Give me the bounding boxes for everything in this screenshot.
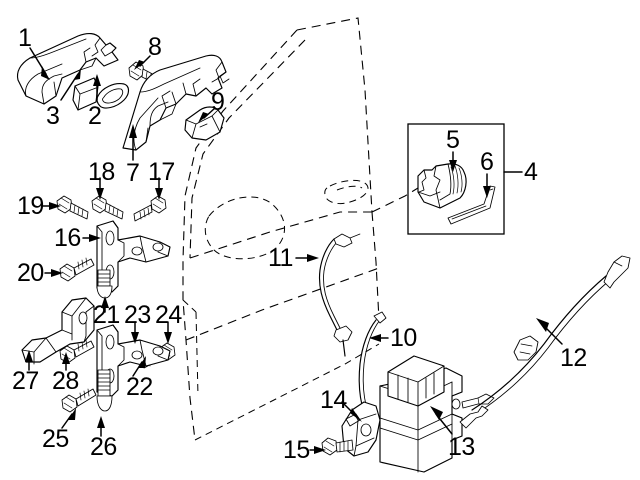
callout-1: 1 <box>18 24 32 52</box>
part-21-hinge-pin-upper <box>96 269 113 299</box>
part-5-lock-cylinder-housing <box>417 163 467 209</box>
part-3-handle-end-cap <box>72 77 99 111</box>
callout-12: 12 <box>560 344 587 372</box>
callout-21: 21 <box>93 301 120 329</box>
part-15-striker-bolt <box>321 437 354 456</box>
part-20-hinge-bolt-lower-side <box>59 257 95 282</box>
part-27-door-check-strap <box>21 297 95 365</box>
callout-13: 13 <box>448 433 475 461</box>
callout-11: 11 <box>268 244 293 272</box>
leader-lines <box>25 47 563 454</box>
callout-22: 22 <box>126 373 153 401</box>
callout-27: 27 <box>12 367 39 395</box>
callout-5: 5 <box>446 126 460 154</box>
callout-23: 23 <box>124 301 151 329</box>
callout-20: 20 <box>17 259 44 287</box>
part-17-hinge-bolt-upper-right <box>133 195 167 222</box>
callout-18: 18 <box>88 158 115 186</box>
callout-4: 4 <box>524 158 538 186</box>
part-1-outside-door-handle <box>16 32 119 105</box>
inset-box-4 <box>407 123 505 235</box>
part-11-lock-knob-rod <box>318 233 361 357</box>
callout-3: 3 <box>46 102 60 130</box>
callout-2: 2 <box>88 102 102 130</box>
callout-9: 9 <box>211 88 225 116</box>
callout-8: 8 <box>148 33 162 61</box>
callout-16: 16 <box>54 224 81 252</box>
part-25-hinge-stud <box>61 388 97 413</box>
part-13-door-latch-actuator <box>379 355 495 473</box>
callout-6: 6 <box>480 148 494 176</box>
callout-26: 26 <box>90 433 117 461</box>
callout-14: 14 <box>320 386 347 414</box>
part-18-hinge-bolt-upper-left <box>91 195 124 220</box>
part-19-hinge-bolt-side <box>56 195 89 220</box>
callout-17: 17 <box>148 158 175 186</box>
callout-19: 19 <box>17 192 44 220</box>
callout-10: 10 <box>390 324 417 352</box>
callout-25: 25 <box>42 425 69 453</box>
callout-15: 15 <box>283 436 310 464</box>
callout-28: 28 <box>52 367 79 395</box>
callout-7: 7 <box>126 159 140 187</box>
part-2-handle-cap-cover <box>96 83 130 109</box>
callout-24: 24 <box>155 301 182 329</box>
part-6-lock-rod-clip <box>447 185 496 225</box>
part-26-hinge-pin-lower <box>96 369 113 412</box>
part-12-inside-handle-cable <box>459 255 631 429</box>
